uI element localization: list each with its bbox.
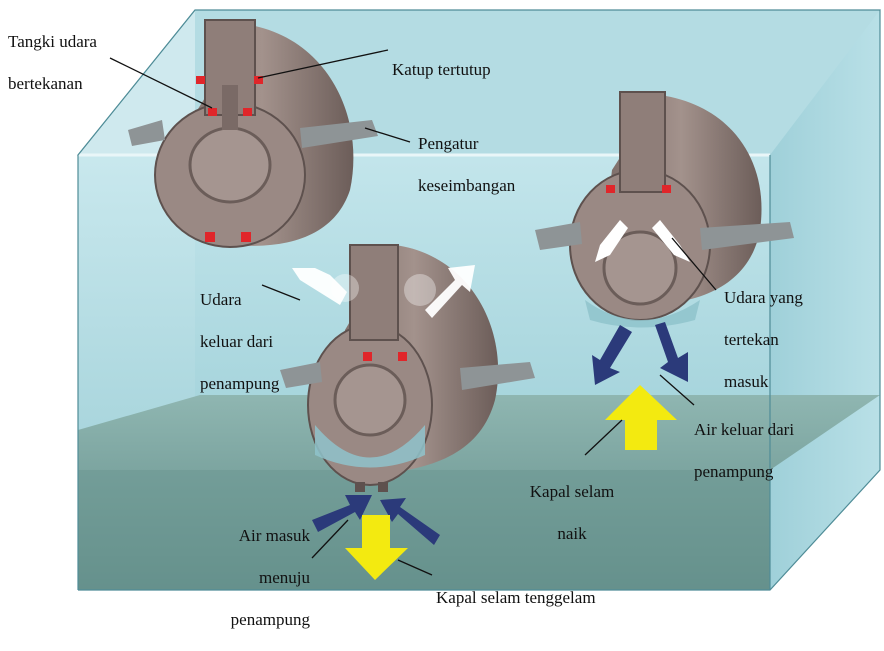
pressure-tank bbox=[335, 365, 405, 435]
label-line: Tangki udara bbox=[8, 31, 97, 52]
valve bbox=[363, 352, 372, 361]
valve bbox=[398, 352, 407, 361]
label-line: penampung bbox=[200, 373, 279, 394]
submarine-diagram: Tangki udara bertekanan Katup tertutup P… bbox=[0, 0, 884, 598]
label-water-in: Air masuk menuju penampung bbox=[180, 504, 310, 651]
conning-tower bbox=[620, 92, 665, 192]
label-submarine-rises: Kapal selam naik bbox=[510, 460, 634, 565]
label-balance-regulator: Pengatur keseimbangan bbox=[418, 112, 515, 217]
label-air-out: Udara keluar dari penampung bbox=[200, 268, 279, 415]
label-line: Udara bbox=[200, 289, 279, 310]
air-pipe bbox=[222, 85, 238, 130]
label-line: Udara yang bbox=[724, 287, 803, 308]
label-line: naik bbox=[510, 523, 634, 544]
valve bbox=[606, 185, 615, 193]
label-line: keluar dari bbox=[200, 331, 279, 352]
valve bbox=[378, 482, 388, 492]
label-line: Kapal selam bbox=[510, 481, 634, 502]
valve bbox=[208, 108, 217, 116]
valve bbox=[243, 108, 252, 116]
air-bubbles bbox=[404, 274, 436, 306]
label-line: Pengatur bbox=[418, 133, 515, 154]
label-valve-closed: Katup tertutup bbox=[392, 38, 491, 101]
label-line: penampung bbox=[694, 461, 794, 482]
valve bbox=[205, 232, 215, 242]
label-line: bertekanan bbox=[8, 73, 97, 94]
label-pressurized-tank: Tangki udara bertekanan bbox=[8, 10, 97, 115]
valve bbox=[355, 482, 365, 492]
valve bbox=[196, 76, 205, 84]
label-line: masuk bbox=[724, 371, 803, 392]
label-line: Air keluar dari bbox=[694, 419, 794, 440]
label-compressed-air-in: Udara yang tertekan masuk bbox=[724, 266, 803, 413]
pressure-tank bbox=[190, 128, 270, 202]
label-line: menuju bbox=[180, 567, 310, 588]
valve bbox=[662, 185, 671, 193]
label-line: keseimbangan bbox=[418, 175, 515, 196]
label-water-out: Air keluar dari penampung bbox=[694, 398, 794, 503]
label-line: penampung bbox=[180, 609, 310, 630]
label-line: Katup tertutup bbox=[392, 59, 491, 80]
label-line: tertekan bbox=[724, 329, 803, 350]
valve bbox=[241, 232, 251, 242]
label-line: Air masuk bbox=[180, 525, 310, 546]
